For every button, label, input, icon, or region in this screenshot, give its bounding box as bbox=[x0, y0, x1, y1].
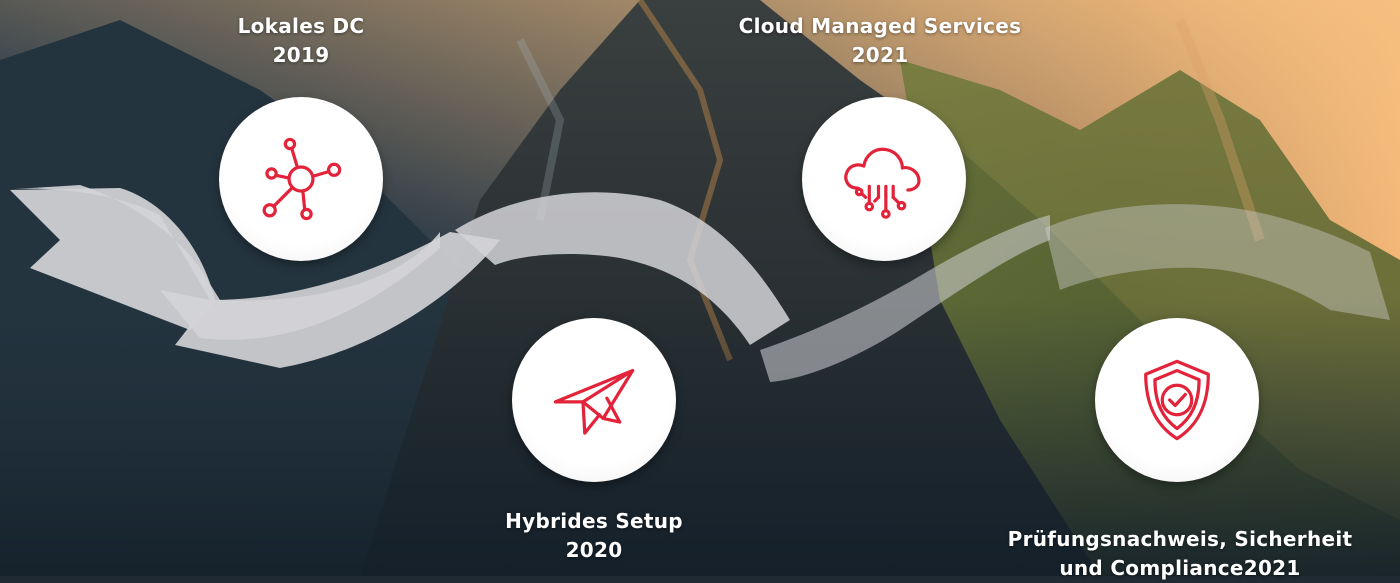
milestone-label-pruefungsnachweis: Prüfungsnachweis, Sicherheit und Complia… bbox=[960, 525, 1400, 583]
paper-plane-icon bbox=[553, 368, 635, 435]
milestone-year: und Compliance2021 bbox=[1059, 556, 1301, 580]
milestone-year: 2020 bbox=[565, 538, 623, 562]
shield-check-icon bbox=[1144, 359, 1210, 441]
milestone-title: Lokales DC bbox=[237, 14, 365, 38]
milestone-circle-pruefungsnachweis bbox=[1095, 318, 1259, 482]
milestone-year: 2019 bbox=[272, 43, 330, 67]
milestone-title: Cloud Managed Services bbox=[738, 14, 1022, 38]
milestone-label-cloud-managed-services: Cloud Managed Services 2021 bbox=[680, 12, 1080, 70]
milestone-circle-cloud-managed-services bbox=[802, 97, 966, 261]
milestone-title: Prüfungsnachweis, Sicherheit bbox=[1007, 527, 1353, 551]
milestone-circle-lokales-dc bbox=[219, 97, 383, 261]
milestone-circle-hybrides-setup bbox=[512, 318, 676, 482]
milestone-title: Hybrides Setup bbox=[505, 509, 683, 533]
milestone-label-hybrides-setup: Hybrides Setup 2020 bbox=[474, 507, 714, 565]
milestone-year: 2021 bbox=[851, 43, 909, 67]
milestone-label-lokales-dc: Lokales DC 2019 bbox=[190, 12, 412, 70]
cloud-circuit-icon bbox=[844, 147, 921, 219]
network-hub-icon bbox=[262, 137, 342, 221]
